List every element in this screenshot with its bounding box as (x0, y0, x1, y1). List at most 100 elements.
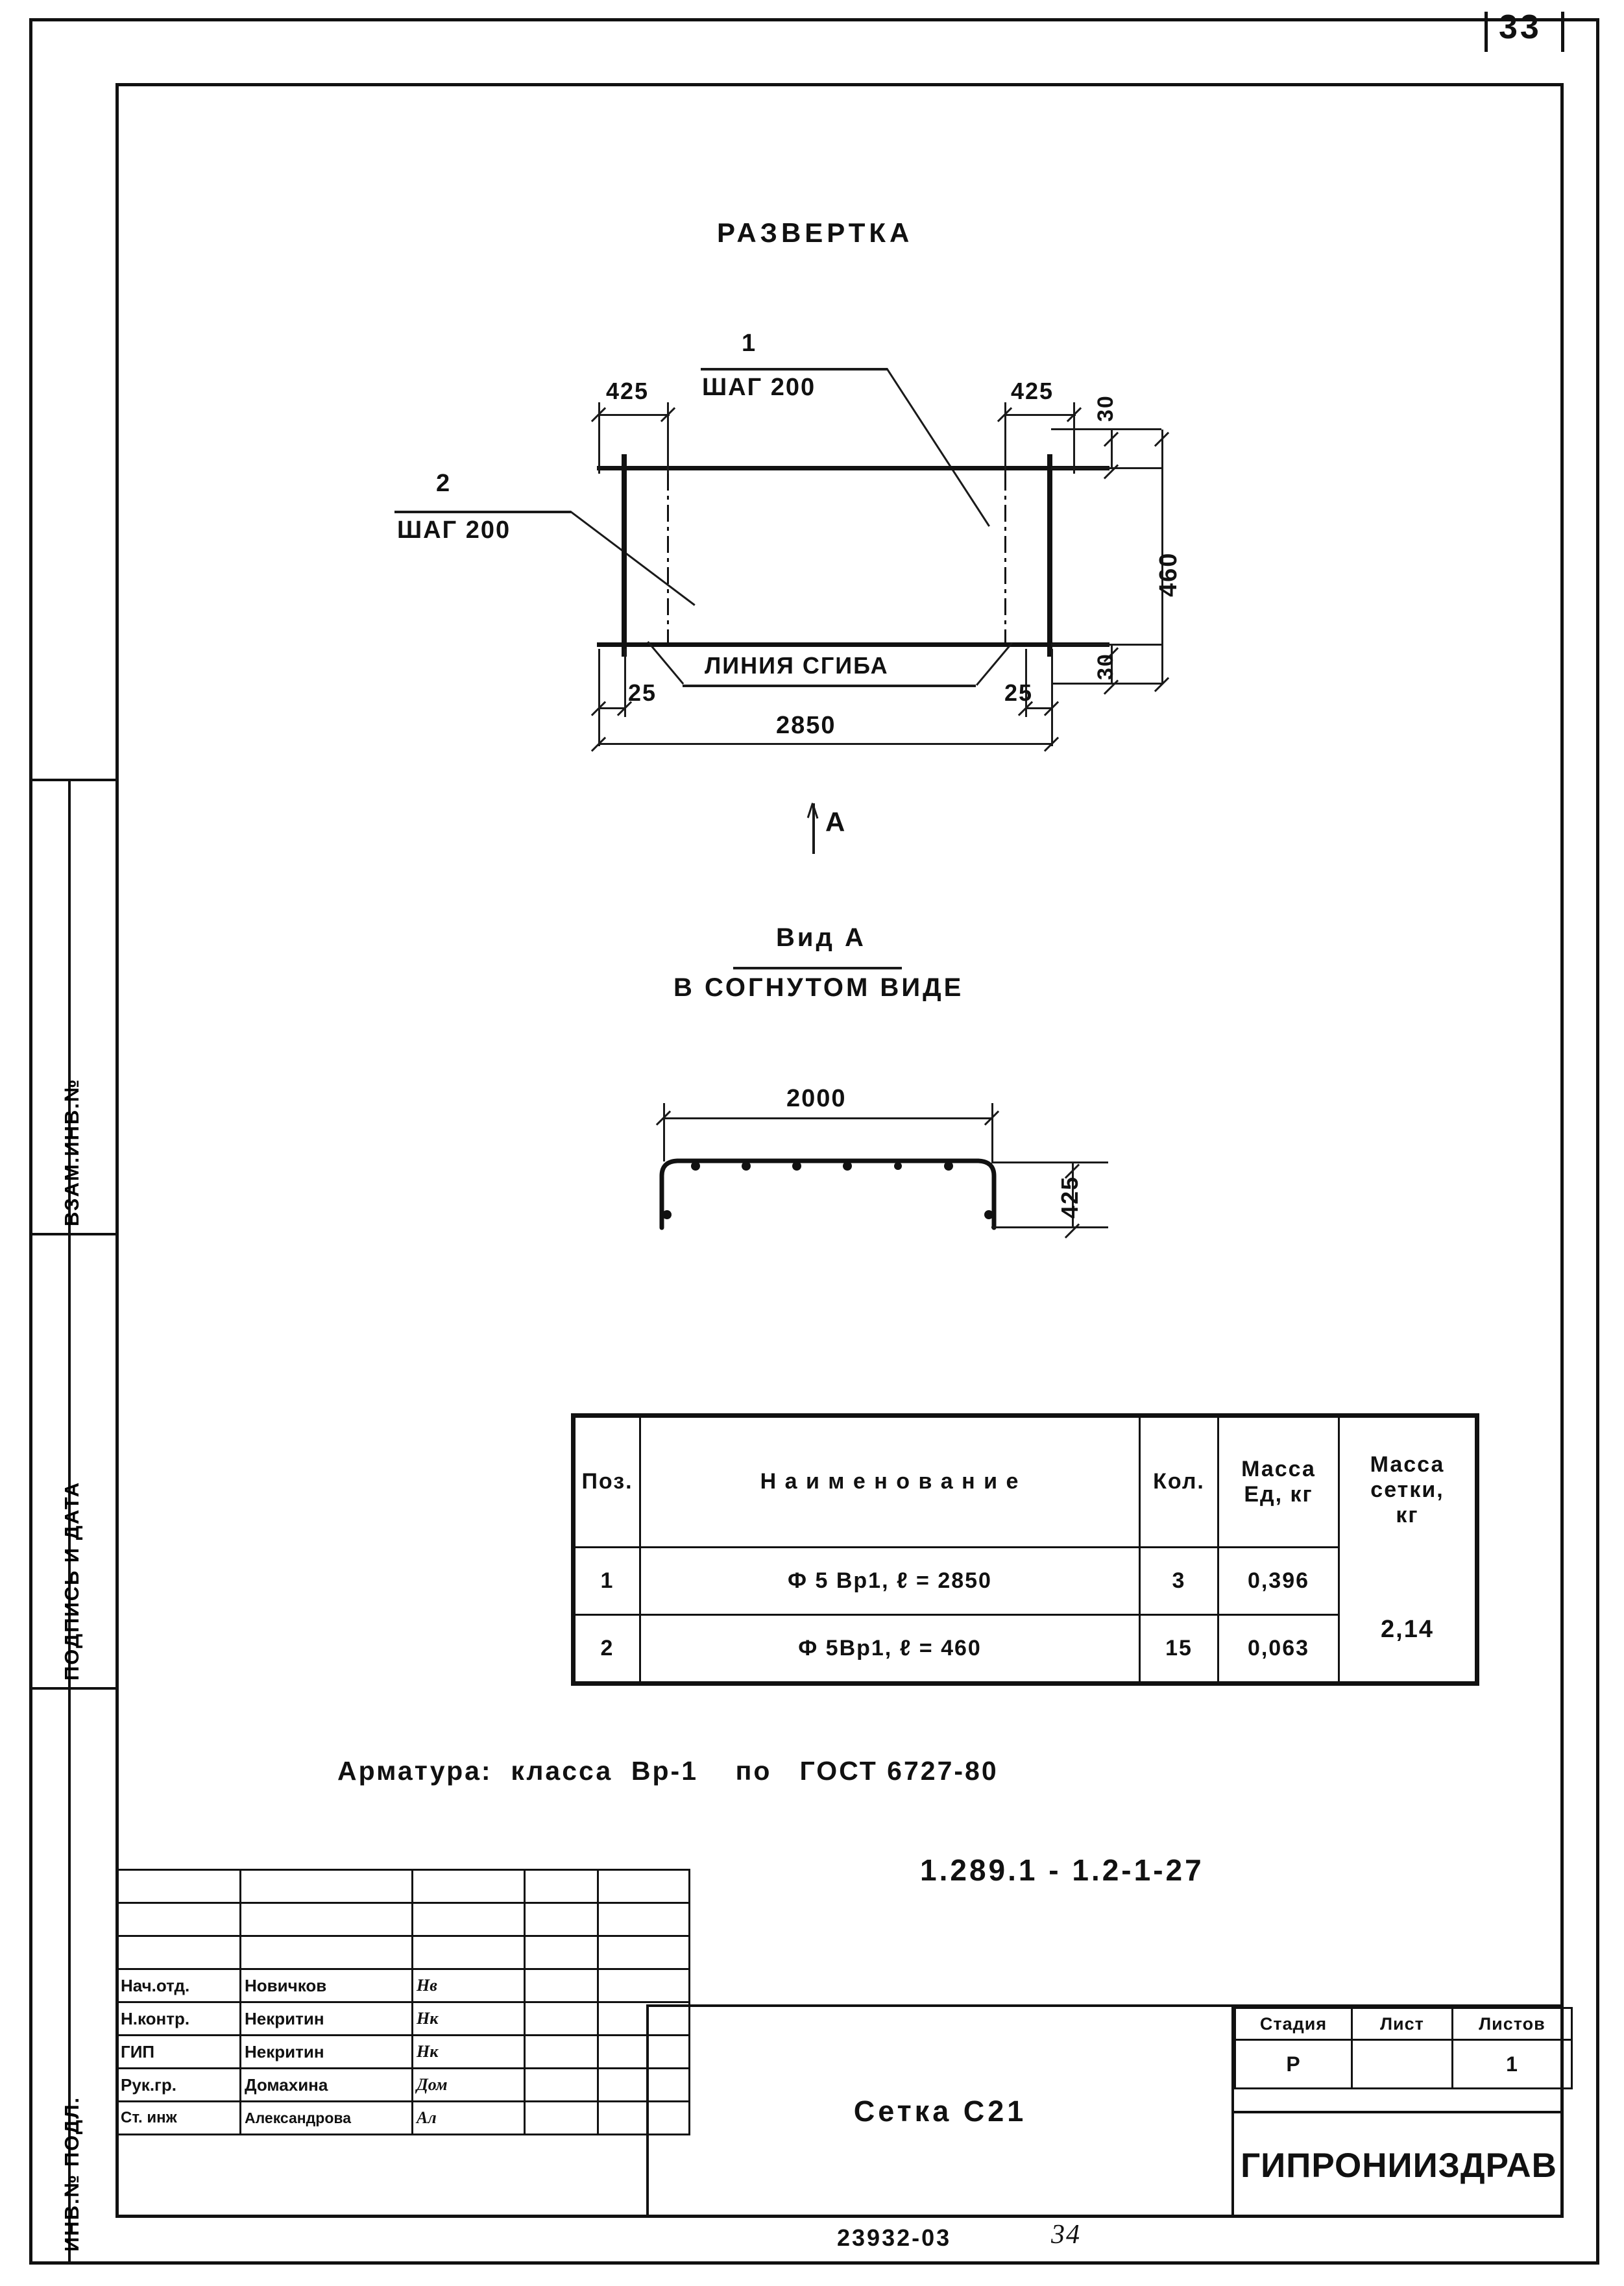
view-marker-letter: А (825, 807, 847, 837)
ext-line (598, 402, 600, 474)
development-title: РАЗВЕРТКА (717, 217, 914, 248)
ext-line (667, 402, 669, 474)
table-row: Нач.отд. Новичков Нв (115, 1968, 690, 2003)
callout-1-shelf (701, 368, 888, 371)
document-code: 1.289.1 - 1.2-1-27 (920, 1853, 1204, 1887)
signature: Нк (411, 2001, 526, 2036)
stage-header-row: Стадия Лист Листов (1234, 2007, 1573, 2041)
left-margin-inner-rule (68, 779, 71, 2265)
dim-460-height: 460 (1155, 552, 1182, 597)
sheet-header: Лист (1351, 2007, 1453, 2041)
ext-line (991, 1103, 993, 1161)
dim-line (1004, 414, 1076, 416)
title-block-main: Сетка С21 Стадия Лист Листов Р 1 (646, 2004, 1573, 2218)
table-row: 1 Ф 5 Вр1, ℓ = 2850 3 0,396 (574, 1546, 1476, 1616)
ext-line (1051, 428, 1161, 430)
bent-mesh-profile (659, 1158, 997, 1230)
bent-view-title-underline (733, 967, 902, 969)
callout-1-label: ШАГ 200 (702, 374, 816, 401)
view-marker-stem (812, 803, 815, 854)
bent-view-title-line2: В СОГНУТОМ ВИДЕ (673, 973, 964, 1002)
header-quantity: Кол. (1139, 1416, 1219, 1548)
dim-425-top-left: 425 (606, 378, 649, 404)
signature: Ал (411, 2100, 526, 2135)
ext-line (1051, 683, 1161, 685)
page-number-rule-right (1561, 12, 1564, 52)
title-block: 1.289.1 - 1.2-1-27 Нач.отд. Новичков Нв … (115, 1853, 1573, 2218)
stage-value-row: Р 1 (1234, 2039, 1573, 2089)
bend-line-label-shelf (683, 685, 976, 687)
table-row: Н.контр. Некритин Нк (115, 2001, 690, 2036)
sheets-value: 1 (1451, 2039, 1573, 2089)
cell-name: Ф 5 Вр1, ℓ = 2850 (639, 1546, 1141, 1616)
dim-25-bottom-left: 25 (628, 679, 657, 706)
left-margin-divider (29, 779, 115, 781)
table-row: ГИП Некритин Нк (115, 2034, 690, 2069)
dim-2000-width: 2000 (786, 1085, 847, 1112)
left-margin-divider (29, 1233, 115, 1235)
ext-line (598, 649, 600, 717)
signatory-name: Новичков (239, 1968, 413, 2003)
left-margin-label-signature-date: ПОДПИСЬ И ДАТА (60, 1481, 83, 1681)
table-row-empty (115, 1902, 690, 1937)
title-block-right: Стадия Лист Листов Р 1 ГИПРОНИИЗДРАВ (1234, 2007, 1573, 2215)
bent-view-title-line1: Вид А (776, 923, 866, 952)
signatory-name: Некритин (239, 2001, 413, 2036)
callout-2-position: 2 (436, 470, 452, 497)
page-number: 33 (1499, 8, 1542, 46)
role-label: Нач.отд. (115, 1968, 241, 2003)
ext-line (1051, 707, 1053, 746)
dim-425-top-right: 425 (1011, 378, 1054, 404)
dim-30-top: 30 (1093, 395, 1118, 422)
callout-2-shelf (394, 511, 571, 513)
bend-line-left (667, 474, 669, 644)
sheet-value (1351, 2039, 1453, 2089)
cell-quantity: 3 (1139, 1546, 1219, 1616)
signature: Нв (411, 1968, 526, 2003)
table-row: Ст. инж Александрова Ал (115, 2100, 690, 2135)
left-margin-divider (29, 2262, 115, 2265)
rebar-horizontal-top (597, 466, 1051, 470)
role-label: Н.контр. (115, 2001, 241, 2036)
dim-line (1111, 428, 1113, 468)
cell-position: 1 (574, 1546, 641, 1616)
specification-table: Поз. Н а и м е н о в а н и е Кол. Масса … (571, 1413, 1479, 1686)
stage-table: Стадия Лист Листов Р 1 (1234, 2007, 1573, 2089)
table-header-row: Поз. Н а и м е н о в а н и е Кол. Масса … (574, 1416, 1477, 1683)
date-cell (524, 2100, 599, 2135)
dim-line (663, 1117, 993, 1119)
signature: Нк (411, 2034, 526, 2069)
rebar-vertical-right (1047, 454, 1052, 657)
ext-line (1051, 467, 1161, 469)
callout-1-position: 1 (742, 330, 757, 357)
role-label: Ст. инж (115, 2100, 241, 2135)
rebar-horizontal-bottom (597, 642, 1109, 647)
cell-quantity: 15 (1139, 1613, 1219, 1684)
left-margin-column: ВЗАМ.ИНВ.№ ПОДПИСЬ И ДАТА ИНВ.№ ПОДЛ. (29, 779, 115, 2265)
mesh-mass-value: 2,14 (1381, 1616, 1434, 1644)
blank-cell (597, 2100, 690, 2135)
ext-line (1004, 402, 1006, 474)
cell-name: Ф 5Вр1, ℓ = 460 (639, 1613, 1141, 1684)
dim-line (1161, 430, 1163, 684)
blank-cell (597, 2034, 690, 2069)
table-row-empty (115, 1935, 690, 1970)
page-number-rule-left (1485, 12, 1488, 52)
ext-line (1051, 644, 1161, 646)
dim-line (1025, 707, 1052, 709)
ext-line (624, 649, 626, 717)
ext-line (991, 1226, 1108, 1228)
rebar-vertical-left (622, 454, 627, 657)
table-row-empty (115, 1869, 690, 1904)
date-cell (524, 1968, 599, 2003)
left-margin-label-vzam-inv: ВЗАМ.ИНВ.№ (60, 1078, 83, 1226)
ext-line (991, 1161, 1108, 1163)
date-cell (524, 2034, 599, 2069)
left-margin-label-inv-podl: ИНВ.№ ПОДЛ. (60, 2096, 83, 2252)
role-label: Рук.гр. (115, 2067, 241, 2102)
header-mesh-mass-text: Масса сетки, кг (1370, 1452, 1445, 1528)
signature: Дом (411, 2067, 526, 2102)
table-row: Рук.гр. Домахина Дом (115, 2067, 690, 2102)
blank-cell (597, 2067, 690, 2102)
